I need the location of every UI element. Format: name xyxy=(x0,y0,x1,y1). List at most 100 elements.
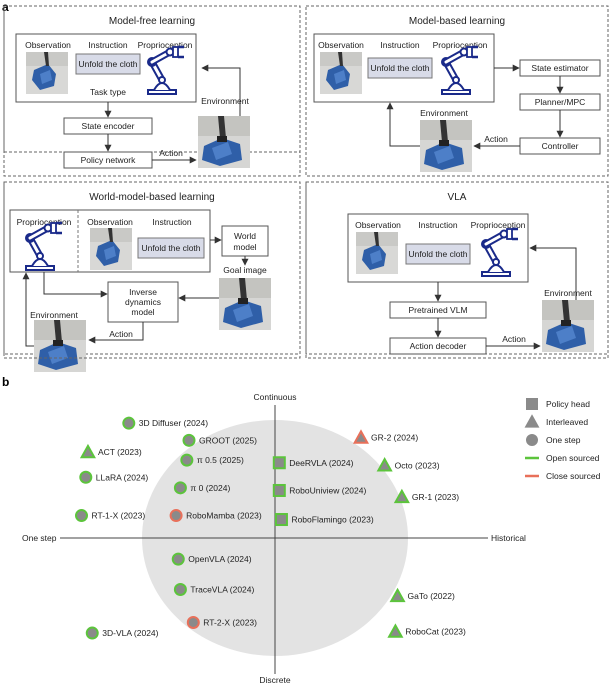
observation-image xyxy=(90,228,132,270)
point-3d-diffuser-2024: 3D Diffuser (2024) xyxy=(122,416,208,430)
point-label: GR-1 (2023) xyxy=(412,492,459,502)
triangle-marker xyxy=(393,488,410,504)
panel-label-b: b xyxy=(2,375,9,389)
model-free-panel: Model-free learning Observation Instruct… xyxy=(3,5,301,169)
point-0-5-2025: π 0.5 (2025) xyxy=(180,453,244,467)
vla-panel: VLA Observation Instruction Propriocepti… xyxy=(305,181,609,355)
legend-item-interleaved: Interleaved xyxy=(524,414,588,428)
robot-arm-icon xyxy=(442,47,478,94)
legend-item-open-sourced: Open sourced xyxy=(525,453,600,463)
point-label: RoboCat (2023) xyxy=(405,627,466,637)
environment-label: Environment xyxy=(201,96,249,106)
legend-item-one-step: One step xyxy=(526,434,581,446)
environment-image xyxy=(34,320,86,372)
legend-label: One step xyxy=(546,435,581,445)
point-gr-1-2023: GR-1 (2023) xyxy=(393,488,459,504)
world-model-title: World-model-based learning xyxy=(89,192,214,203)
point-rt-2-x-2023: RT-2-X (2023) xyxy=(186,615,257,629)
point-robomamba-2023: RoboMamba (2023) xyxy=(169,509,262,523)
world-model-box-line2: model xyxy=(233,242,256,252)
inverse-dynamics-line3: model xyxy=(131,307,154,317)
robot-arm-icon xyxy=(148,47,184,94)
instruction-label: Instruction xyxy=(152,217,191,227)
world-model-box-line1: World xyxy=(234,231,256,241)
point-robouniview-2024: RoboUniview (2024) xyxy=(272,483,366,497)
point-label: LLaRA (2024) xyxy=(96,472,149,482)
point-label: RoboMamba (2023) xyxy=(186,511,262,521)
point-label: DeeRVLA (2024) xyxy=(289,458,353,468)
circle-marker xyxy=(85,626,99,640)
legend-label: Interleaved xyxy=(546,417,588,427)
point-label: RT-2-X (2023) xyxy=(203,617,257,627)
point-rt-1-x-2023: RT-1-X (2023) xyxy=(75,509,145,523)
observation-image xyxy=(356,232,398,274)
triangle-marker xyxy=(79,443,96,459)
point-label: GROOT (2025) xyxy=(199,435,257,445)
observation-label: Observation xyxy=(87,217,133,227)
point-label: OpenVLA (2024) xyxy=(188,554,251,564)
observation-image xyxy=(320,52,362,94)
axis-label-top: Continuous xyxy=(253,392,296,402)
legend-item-close-sourced: Close sourced xyxy=(525,471,601,481)
axis-label-bottom: Discrete xyxy=(259,675,290,685)
vla-taxonomy-chart: Continuous Discrete One step Historical … xyxy=(22,392,526,685)
proprioception-label: Proprioception xyxy=(17,217,72,227)
circle-marker xyxy=(79,470,93,484)
environment-image xyxy=(420,120,472,172)
square-marker xyxy=(274,513,288,527)
action-label: Action xyxy=(502,334,526,344)
points-layer: 3D Diffuser (2024)ACT (2023)GROOT (2025)… xyxy=(75,416,466,640)
point-label: π 0 (2024) xyxy=(190,483,230,493)
square-marker xyxy=(272,456,286,470)
point-3d-vla-2024: 3D-VLA (2024) xyxy=(85,626,159,640)
point-robocat-2023: RoboCat (2023) xyxy=(387,623,466,638)
controller-box: Controller xyxy=(542,141,579,151)
circle-marker xyxy=(171,552,185,566)
circle-marker xyxy=(169,509,183,523)
proprioception-label: Proprioception xyxy=(433,40,488,50)
circle-marker xyxy=(186,615,200,629)
instruction-label: Instruction xyxy=(88,40,127,50)
square-marker xyxy=(272,483,286,497)
point-roboflamingo-2023: RoboFlamingo (2023) xyxy=(274,513,374,527)
circle-marker xyxy=(173,582,187,596)
triangle-marker xyxy=(389,587,406,603)
point-gr-2-2024: GR-2 (2024) xyxy=(352,429,418,444)
legend-item-policy-head: Policy head xyxy=(526,398,590,410)
point-label: Octo (2023) xyxy=(395,460,440,470)
observation-label: Observation xyxy=(25,40,71,50)
pretrained-vlm-box: Pretrained VLM xyxy=(408,305,467,315)
action-label: Action xyxy=(109,329,133,339)
vla-title: VLA xyxy=(448,192,467,203)
state-estimator-box: State estimator xyxy=(531,63,588,73)
circle-marker xyxy=(75,509,88,523)
point-label: TraceVLA (2024) xyxy=(190,584,254,594)
goal-image-label: Goal image xyxy=(223,265,267,275)
instruction-label: Instruction xyxy=(418,220,457,230)
point-groot-2025: GROOT (2025) xyxy=(182,433,257,447)
point-label: RoboUniview (2024) xyxy=(289,485,366,495)
axis-label-left: One step xyxy=(22,533,57,543)
point-gato-2022: GaTo (2022) xyxy=(389,587,455,603)
instruction-text: Unfold the cloth xyxy=(408,249,467,259)
goal-image xyxy=(219,278,271,330)
instruction-text: Unfold the cloth xyxy=(78,59,137,69)
model-based-title: Model-based learning xyxy=(409,16,505,27)
proprioception-label: Proprioception xyxy=(471,220,526,230)
point-tracevla-2024: TraceVLA (2024) xyxy=(173,582,255,596)
proprioception-label: Proprioception xyxy=(138,40,193,50)
point-label: GaTo (2022) xyxy=(408,591,455,601)
planner-box: Planner/MPC xyxy=(535,97,586,107)
circle-marker xyxy=(173,481,187,495)
triangle-marker xyxy=(376,457,393,472)
world-model-panel: World-model-based learning Proprioceptio… xyxy=(3,181,301,372)
instruction-text: Unfold the cloth xyxy=(370,63,429,73)
triangle-marker xyxy=(387,623,404,638)
point-label: RoboFlamingo (2023) xyxy=(291,515,373,525)
environment-image xyxy=(198,116,250,168)
point-label: 3D Diffuser (2024) xyxy=(139,418,208,428)
point-label: 3D-VLA (2024) xyxy=(102,628,158,638)
axis-label-right: Historical xyxy=(491,533,526,543)
policy-network-box: Policy network xyxy=(81,155,137,165)
task-type-label: Task type xyxy=(90,87,126,97)
